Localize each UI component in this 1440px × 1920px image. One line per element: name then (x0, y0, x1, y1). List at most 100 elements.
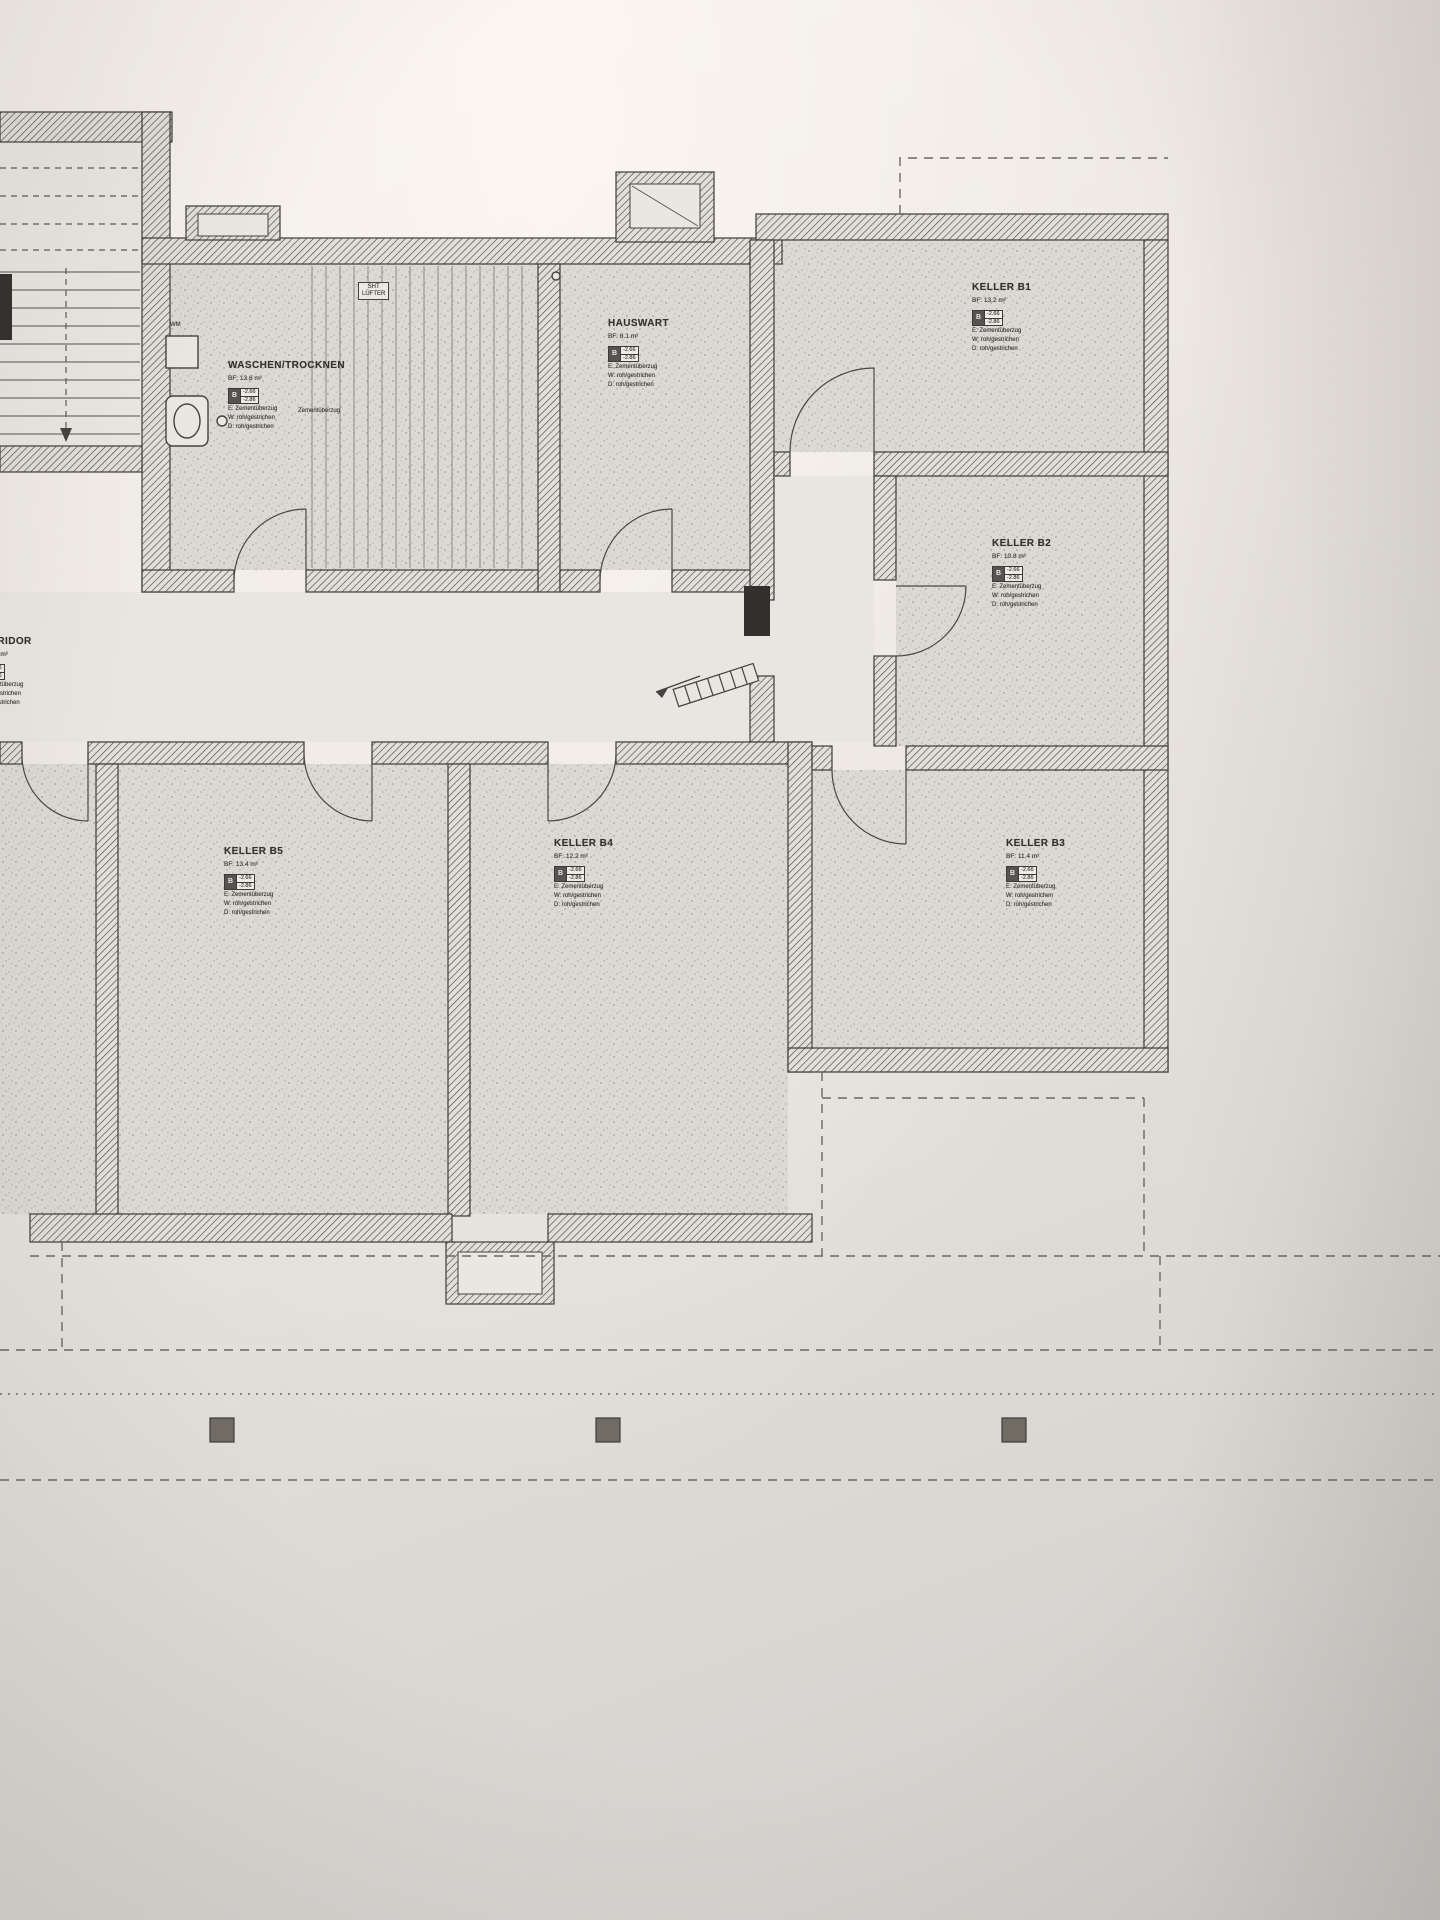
finish-line: W: roh/gestrichen (224, 900, 271, 907)
elevation-lower: -2.86 (0, 673, 4, 680)
finish-line: E: Zementüberzug (992, 583, 1042, 590)
finish-line: D: roh/gestrichen (224, 909, 270, 916)
room-label-hauswart: HAUSWART BF: 8.1 m² B -2.66-2.86 E: Zeme… (608, 318, 669, 389)
walls (0, 111, 1169, 1305)
room-area: BF: 13.4 m² (224, 860, 258, 868)
finish-line: D: roh/gestrichen (0, 699, 20, 706)
finish-line: W: roh/gestrichen (0, 690, 21, 697)
elevation-upper: -2.66 (0, 665, 4, 673)
finish-line: W: roh/gestrichen (992, 592, 1039, 599)
elevation-upper: -2.66 (237, 874, 254, 883)
elevation-letter: B (609, 346, 621, 362)
terrace-columns (209, 1417, 1027, 1443)
elevation-box: B -2.66-2.86 (1006, 865, 1037, 883)
room-area: BF: 13.8 m² (0, 650, 8, 658)
door-keller-b3 (831, 769, 907, 845)
dashed-outlines (0, 157, 1440, 1481)
room-area: BF: 11.4 m² (1006, 852, 1040, 860)
room-label-keller-b5: KELLER B5 BF: 13.4 m² B -2.66-2.86 E: Ze… (224, 846, 283, 917)
stair-direction-arrow (60, 428, 72, 442)
elevation-box: B -2.66-2.86 (0, 663, 5, 681)
finish-line: E: Zementüberzug (554, 883, 604, 890)
sink-basin (173, 403, 201, 439)
elevation-letter: B (1007, 866, 1019, 882)
elevation-upper: -2.66 (1005, 566, 1022, 575)
room-floors (0, 142, 1144, 1214)
elevation-upper: -2.66 (1019, 866, 1036, 875)
finish-line: E: Zementüberzug (972, 327, 1022, 334)
room-name: KELLER B3 (1006, 838, 1066, 849)
finish-line: E: Zementüberzug (224, 891, 274, 898)
elevation-upper: -2.66 (241, 388, 258, 397)
finish-line: D: roh/gestrichen (554, 901, 600, 908)
washing-machine (165, 335, 199, 369)
room-label-keller-b4: KELLER B4 BF: 12.2 m² B -2.66-2.86 E: Ze… (554, 838, 613, 909)
laundry-fixtures (165, 271, 561, 447)
door-swings (21, 367, 967, 845)
room-name: KELLER B5 (224, 846, 284, 857)
finish-line: W: roh/gestrichen (228, 414, 275, 421)
room-name: KELLER B1 (972, 282, 1032, 293)
door-keller-b4 (547, 752, 617, 822)
elevation-upper: -2.66 (567, 866, 584, 875)
utility-riser (744, 586, 770, 636)
washing-machine-label: WM (170, 322, 181, 328)
elevation-box: B -2.66-2.86 (554, 865, 585, 883)
room-label-keller-b1: KELLER B1 BF: 13.2 m² B -2.66-2.86 E: Ze… (972, 282, 1031, 353)
door-hauswart (599, 508, 673, 582)
staircase (0, 167, 140, 442)
room-label-waschen-trocknen: WASCHEN/TROCKNEN BF: 13.6 m² B -2.66-2.8… (228, 360, 345, 431)
elevation-lower: -2.86 (1021, 874, 1034, 881)
door-keller-b5 (303, 752, 373, 822)
elevation-box: B -2.66-2.86 (224, 873, 255, 891)
door-keller-b1 (789, 367, 875, 453)
finish-line: W: roh/gestrichen (1006, 892, 1053, 899)
room-name: KORRIDOR (0, 636, 32, 647)
elevation-letter: B (973, 310, 985, 326)
finish-line: D: roh/gestrichen (228, 423, 274, 430)
room-area: BF: 13.6 m² (228, 374, 262, 382)
elevation-box: B -2.66-2.86 (992, 565, 1023, 583)
room-name: WASCHEN/TROCKNEN (228, 360, 345, 371)
door-laundry (233, 508, 307, 582)
shaft-diagonal (631, 185, 699, 227)
elevation-box: B -2.66-2.86 (972, 309, 1003, 327)
room-label-keller-b2: KELLER B2 BF: 10.8 m² B -2.66-2.86 E: Ze… (992, 538, 1051, 609)
finish-line: D: roh/gestrichen (1006, 901, 1052, 908)
drying-rack-stripes (311, 266, 523, 568)
room-area: BF: 8.1 m² (608, 332, 639, 340)
finish-line: D: roh/gestrichen (608, 381, 654, 388)
room-area: BF: 12.2 m² (554, 852, 588, 860)
elevation-upper: -2.66 (985, 310, 1002, 319)
shaft-label-line2: LÜFTER (362, 291, 386, 298)
finish-line: D: roh/gestrichen (972, 345, 1018, 352)
room-name: KELLER B2 (992, 538, 1052, 549)
finish-line: W: roh/gestrichen (554, 892, 601, 899)
ramp-arrow (656, 688, 668, 698)
room-name: KELLER B4 (554, 838, 614, 849)
elevation-letter: B (225, 874, 237, 890)
room-label-korridor: KORRIDOR BF: 13.8 m² B -2.66-2.86 E: Zem… (0, 636, 32, 707)
floor-finish-note: Zementüberzug (298, 408, 341, 414)
shaft-label: SHT LÜFTER (358, 282, 390, 301)
vent-symbol (551, 271, 561, 281)
room-area: BF: 13.2 m² (972, 296, 1006, 304)
elevation-letter: B (229, 388, 241, 404)
room-label-keller-b3: KELLER B3 BF: 11.4 m² B -2.66-2.86 E: Ze… (1006, 838, 1065, 909)
finish-line: E: Zementüberzug (608, 363, 658, 370)
roof-overhang-dashed (899, 157, 1168, 214)
finish-line: E: Zementüberzug (228, 405, 278, 412)
door-keller-b2 (895, 585, 967, 657)
floor-drain (216, 415, 228, 427)
elevation-box: B -2.66-2.86 (228, 387, 259, 405)
elevation-lower: -2.86 (569, 874, 582, 881)
door-keller-b6 (21, 752, 89, 822)
elevation-upper: -2.66 (621, 346, 638, 355)
finish-line: W: roh/gestrichen (608, 372, 655, 379)
elevation-lower: -2.86 (239, 882, 252, 889)
shaft-label-line1: SHT (367, 284, 380, 290)
room-name: HAUSWART (608, 318, 669, 329)
elevation-lower: -2.86 (987, 318, 1000, 325)
